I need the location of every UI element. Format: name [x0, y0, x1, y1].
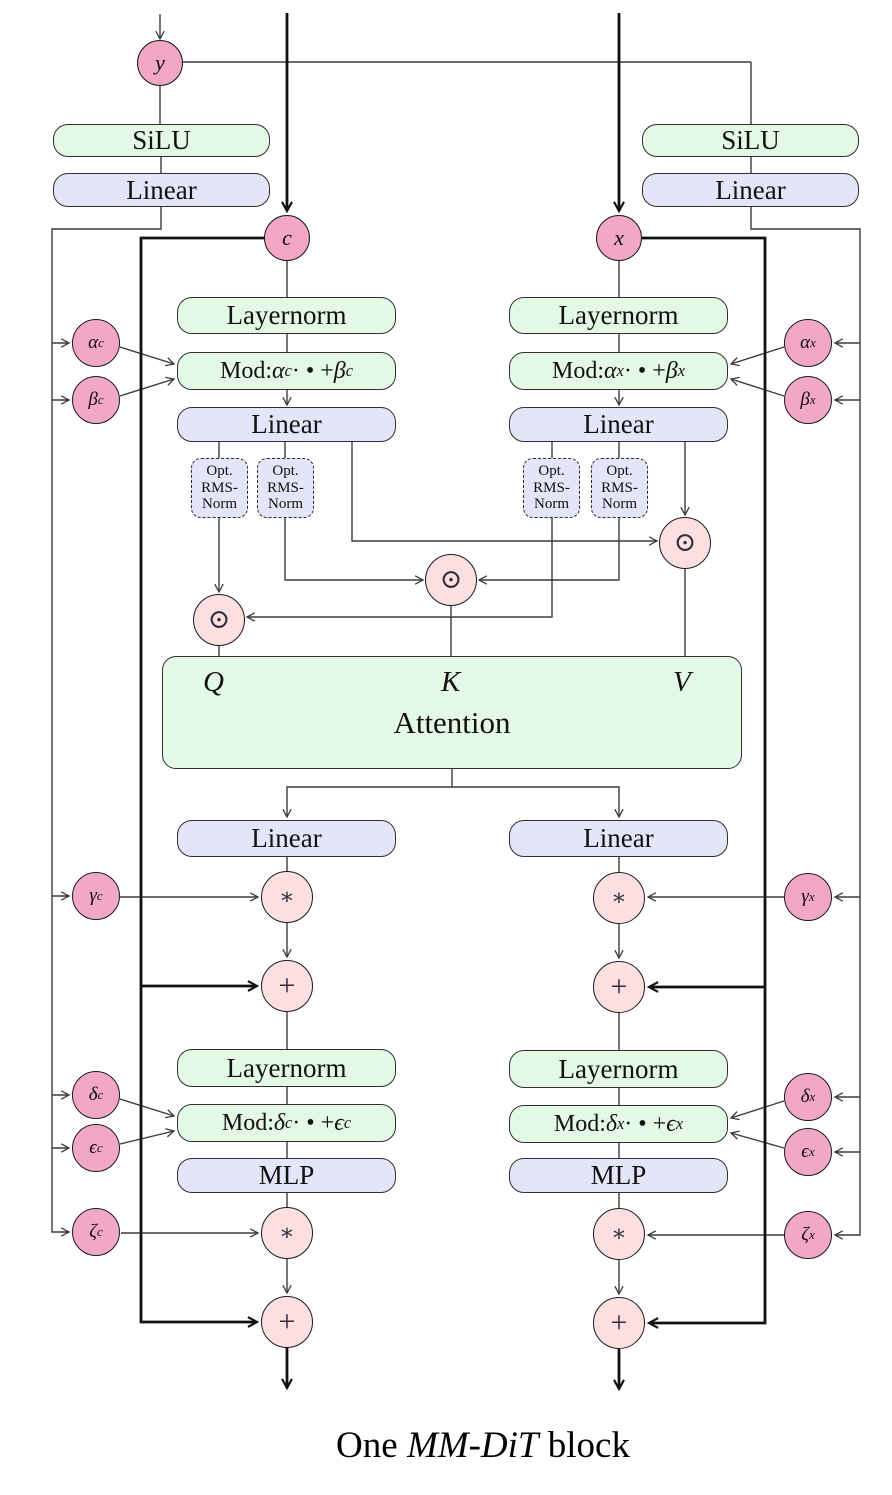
x-scale2-node: ∗: [593, 1208, 645, 1260]
attention-box: Q K V Attention: [162, 656, 742, 769]
caption-pre: One: [336, 1425, 407, 1466]
input-c-node: c: [264, 215, 310, 261]
c-rmsnorm-k-box: Opt. RMS- Norm: [257, 458, 314, 518]
edges-thick: [139, 13, 767, 1389]
c-linear-qkv-box: Linear: [177, 407, 396, 442]
x-residual1-node: +: [593, 961, 645, 1013]
c-residual1-node: +: [261, 960, 313, 1012]
x-rmsnorm-k-box: Opt. RMS- Norm: [591, 458, 648, 518]
input-x-node: x: [596, 215, 642, 261]
c-scale2-node: ∗: [261, 1207, 313, 1259]
concat-v-node: ⊙: [659, 517, 711, 569]
figure-caption: One MM-DiT block: [37, 1424, 892, 1467]
c-layernorm2-box: Layernorm: [177, 1049, 396, 1087]
c-scale1-node: ∗: [261, 871, 313, 923]
c-rmsnorm-q-box: Opt. RMS- Norm: [191, 458, 248, 518]
silu-right-box: SiLU: [642, 124, 859, 157]
x-layernorm2-box: Layernorm: [509, 1050, 728, 1088]
edges-thin: [51, 14, 861, 1296]
c-linear-out-box: Linear: [177, 820, 396, 857]
concat-q-node: ⊙: [193, 594, 245, 646]
caption-italic: MM-DiT: [406, 1425, 539, 1466]
linear-left-box: Linear: [53, 173, 270, 207]
attention-v-label: V: [673, 666, 691, 698]
concat-k-node: ⊙: [425, 554, 477, 606]
c-residual2-node: +: [261, 1296, 313, 1348]
input-y-node: y: [137, 40, 183, 86]
c-mlp-box: MLP: [177, 1158, 396, 1193]
x-scale1-node: ∗: [593, 872, 645, 924]
x-layernorm1-box: Layernorm: [509, 297, 728, 334]
attention-q-label: Q: [203, 666, 224, 698]
attention-label: Attention: [393, 705, 511, 740]
x-linear-qkv-box: Linear: [509, 407, 728, 442]
x-mlp-box: MLP: [509, 1158, 728, 1193]
x-residual2-node: +: [593, 1297, 645, 1349]
attention-k-label: K: [441, 666, 461, 698]
x-linear-out-box: Linear: [509, 820, 728, 857]
c-layernorm1-box: Layernorm: [177, 297, 396, 334]
x-rmsnorm-q-box: Opt. RMS- Norm: [523, 458, 580, 518]
linear-right-box: Linear: [642, 173, 859, 207]
silu-left-box: SiLU: [53, 124, 270, 157]
caption-post: block: [538, 1425, 630, 1466]
